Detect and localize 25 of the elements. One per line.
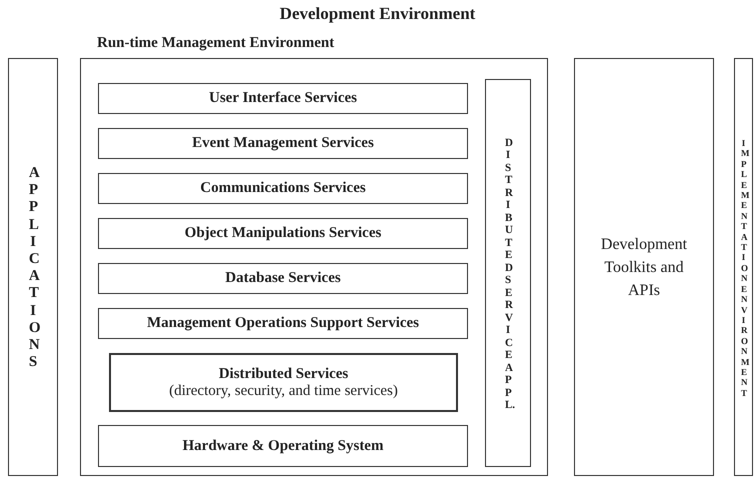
service-layer-box	[98, 83, 468, 114]
panel-heading: Run-time Management Environment	[97, 35, 334, 52]
layer-label: Database Services	[225, 270, 341, 287]
layer-label: Event Management Services	[192, 135, 374, 152]
layer-label: Communications Services	[200, 180, 366, 197]
service-layer-box	[98, 173, 468, 204]
vertical-layer-box	[485, 79, 531, 467]
layer-label: Hardware & Operating System	[182, 438, 384, 454]
diagram-title: Development Environment	[278, 4, 476, 24]
toolkit-box	[574, 58, 714, 476]
layer-subtitle: (directory, security, and time services)	[169, 382, 398, 400]
service-layer-box	[98, 425, 468, 467]
vertical-label: APPLICATIONS	[28, 165, 38, 372]
service-layer-box	[109, 353, 458, 412]
service-layer-box	[98, 218, 468, 249]
service-layer-box	[98, 128, 468, 159]
layer-label: User Interface Services	[209, 90, 357, 107]
service-layer-box	[98, 263, 468, 294]
vertical-layer-box	[734, 58, 753, 476]
layer-label: Management Operations Support Services	[146, 315, 420, 332]
service-layer-box	[98, 308, 468, 339]
vertical-layer-box	[8, 58, 58, 476]
layer-label: Object Manipulations Services	[184, 225, 382, 242]
layer-label: Distributed Services	[218, 366, 348, 382]
box-label: Development Toolkits and APIs	[600, 234, 688, 300]
